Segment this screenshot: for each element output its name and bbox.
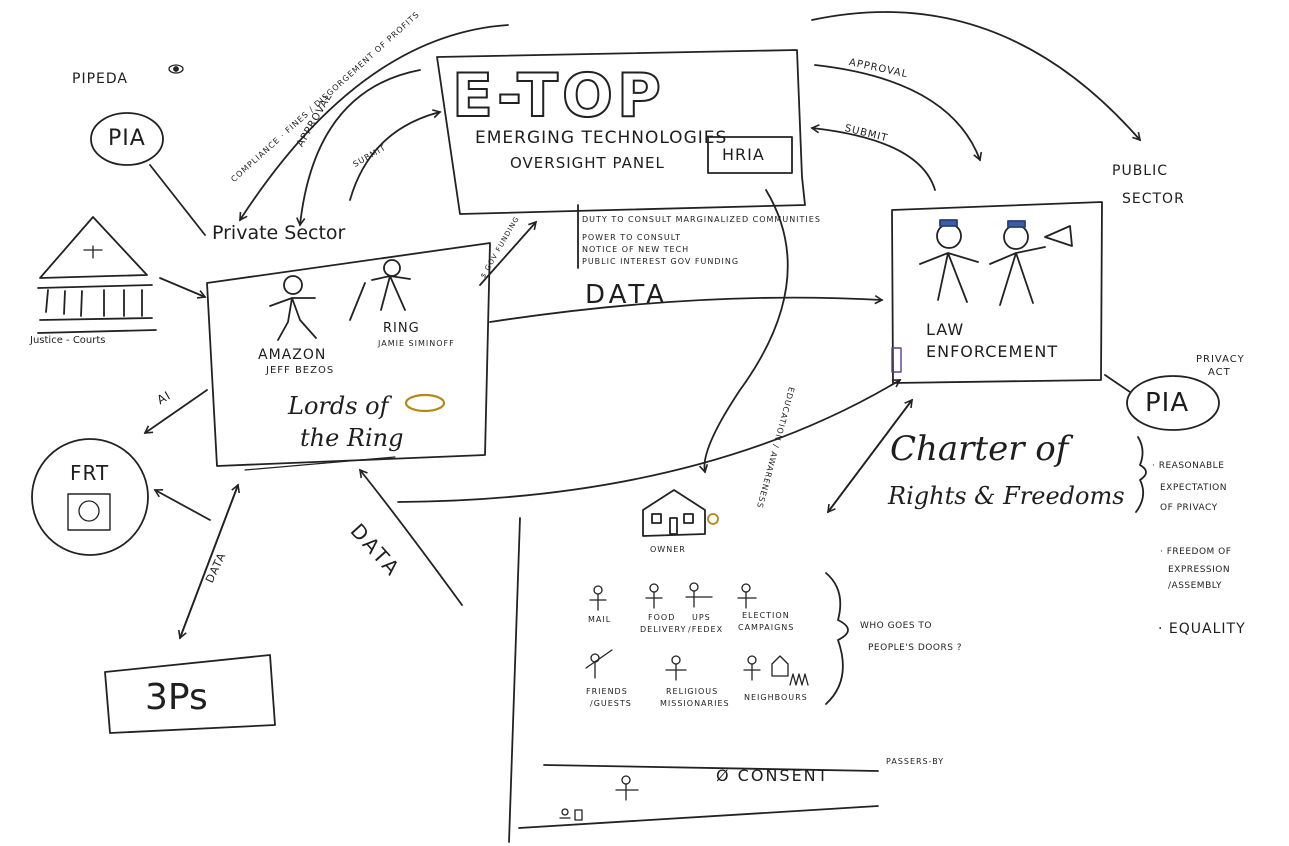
frt-face-frame [67,493,111,531]
pipeda-label: PIPEDA [72,71,128,87]
amazon-label: Amazon [258,347,327,363]
frt-face-icon [78,500,100,522]
visitor-food-line2: Delivery [640,625,687,634]
owner-label: Owner [650,545,686,554]
hria-box [707,136,793,174]
eye-icon [168,64,184,74]
question-line1: Who goes to [860,621,933,631]
etop-box [436,49,806,215]
etop-subtitle-line2: Oversight Panel [510,154,665,172]
ring-person-icon [371,259,411,311]
pia-left-ellipse [90,112,164,166]
gov-funding-arrow [479,220,538,286]
public-sector-line2: Sector [1122,191,1185,207]
courts-arrow [159,277,207,299]
etop-note-1: Duty to consult marginalized communities [582,215,821,224]
right-equality: · Equality [1158,621,1246,637]
visitors-brace [825,572,849,705]
courthouse-icon [37,216,157,334]
submit-right-arrow [810,124,936,191]
etop-note-3: Notice of new tech [582,245,690,254]
box-divider [349,282,366,321]
private-sector-box [206,242,491,467]
house-icon [642,489,719,537]
etop-title: E-TOP [451,61,665,131]
charter-arrow-back [827,399,913,514]
ring-halo-icon [404,393,446,413]
ring-label: Ring [383,321,420,336]
visitor-neighbours: Neighbours [744,693,808,702]
right-privacy-line2: expectation [1160,483,1227,493]
data-main-label: DATA [585,280,668,310]
amazon-person-icon [269,275,317,341]
passersby-label: Passers-by [886,757,945,766]
private-sector-label: Private Sector [212,222,346,244]
pia-right-label: PIA [1145,388,1190,418]
approval-right-arrow [814,64,983,162]
third-parties-box [104,654,276,734]
door-to-law-curve [397,379,902,503]
visitor-religious-line2: Missionaries [660,699,730,708]
compliance-arrow [239,24,509,222]
privacy-act-line1: Privacy [1196,354,1245,365]
privacy-act-line2: Act [1208,367,1231,378]
public-sector-line1: Public [1112,163,1168,179]
charter-line1: Charter of [890,429,1069,469]
jeff-bezos-label: Jeff Bezos [266,365,335,376]
question-line2: People's doors ? [868,643,963,653]
frt-label: FRT [70,461,110,485]
right-expression-line3: /assembly [1168,581,1223,591]
courts-label: Justice - Courts [30,335,106,346]
visitor-figures [559,582,809,821]
education-arrow [698,189,789,474]
hria-badge: HRIA [722,145,765,164]
third-parties-label: 3Ps [145,677,208,718]
ai-arrow [143,389,208,434]
etop-note-4: Public interest gov funding [582,257,740,266]
submit-left-arrow [349,109,442,201]
data-main-arrow [489,294,884,323]
visitor-ups-line1: UPS [692,613,711,622]
lords-line2: the Ring [300,424,404,452]
law-label-line1: Law [926,320,965,339]
visitor-ups-line2: /FedEx [688,625,724,634]
lords-line1: Lords of [288,392,389,420]
pia-left-label: PIA [108,126,146,151]
door-icon [891,347,902,373]
approval-left-arrow [296,69,421,227]
visitor-election-line1: Election [742,611,790,620]
door-box [508,517,879,843]
pia-right-ellipse [1126,375,1220,431]
law-label-line2: Enforcement [926,342,1059,361]
visitor-election-line2: Campaigns [738,623,795,632]
pia-left-line [149,164,206,236]
police-officer-megaphone-icon [989,220,1073,306]
data-lower-arrow [358,468,463,606]
pia-right-line [1104,374,1131,393]
right-privacy-line3: of privacy [1160,503,1218,513]
rights-brace [1135,436,1147,513]
jamie-siminoff-label: Jamie Siminoff [378,339,455,348]
right-expression-line2: expression [1168,565,1231,575]
frt-data-arrow [153,489,211,521]
public-sector-link-arrow [811,11,1142,142]
visitor-religious-line1: Religious [666,687,719,696]
right-expression-line1: · Freedom of [1160,547,1232,557]
visitor-friends-line2: /Guests [590,699,632,708]
right-privacy-line1: · Reasonable [1152,461,1225,471]
third-parties-data-arrow-back [177,484,239,640]
consent-label: Ø Consent [716,766,830,785]
frt-circle [31,438,149,556]
visitor-food-line1: Food [648,613,676,622]
visitor-friends-line1: Friends [586,687,628,696]
ring-underline [244,456,396,471]
visitor-mail: Mail [588,615,612,624]
police-officer-icon [919,219,979,303]
charter-line2: Rights & Freedoms [888,482,1125,510]
law-enforcement-box [891,201,1103,384]
etop-note-2: Power to consult [582,233,681,242]
etop-subtitle-line1: Emerging Technologies [475,128,728,148]
